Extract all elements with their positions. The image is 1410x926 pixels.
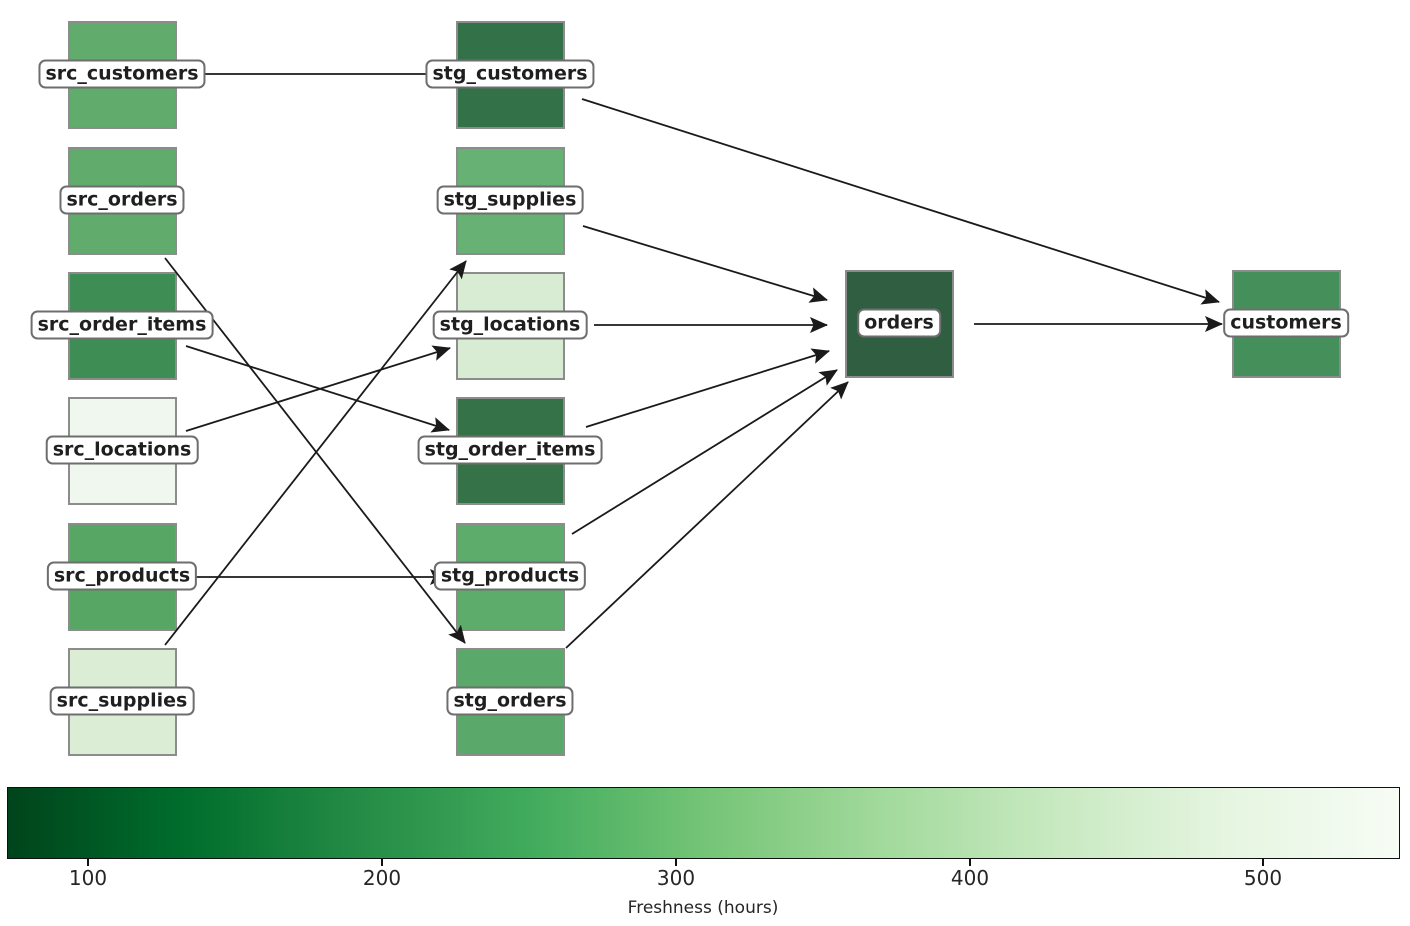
edge-src_supplies-to-stg_supplies xyxy=(164,260,467,646)
node-label-stg_supplies: stg_supplies xyxy=(436,185,584,215)
node-label-src_order_items: src_order_items xyxy=(30,310,214,340)
colorbar-tick xyxy=(675,859,677,866)
colorbar-tick xyxy=(969,859,971,866)
colorbar-tick-label: 300 xyxy=(656,866,696,890)
node-label-orders: orders xyxy=(857,308,941,338)
node-label-stg_locations: stg_locations xyxy=(432,310,588,340)
colorbar-gradient xyxy=(7,787,1400,859)
node-label-stg_order_items: stg_order_items xyxy=(417,435,603,465)
edge-stg_products-to-orders xyxy=(571,369,838,535)
colorbar-tick xyxy=(381,859,383,866)
edge-stg_customers-to-customers xyxy=(581,98,1220,305)
node-label-stg_orders: stg_orders xyxy=(446,686,574,716)
node-label-stg_products: stg_products xyxy=(433,561,587,591)
edge-stg_orders-to-orders xyxy=(565,381,849,649)
edge-src_orders-to-stg_orders xyxy=(164,257,466,644)
node-label-src_products: src_products xyxy=(46,561,198,591)
colorbar-axis-label: Freshness (hours) xyxy=(627,898,779,918)
edge-stg_order_items-to-orders xyxy=(585,348,830,428)
edge-src_order_items-to-stg_order_items xyxy=(185,345,450,433)
node-label-src_customers: src_customers xyxy=(38,59,206,89)
colorbar-tick xyxy=(87,859,89,866)
node-label-src_locations: src_locations xyxy=(45,435,199,465)
node-label-src_supplies: src_supplies xyxy=(49,686,195,716)
edge-stg_supplies-to-orders xyxy=(582,225,828,303)
node-label-customers: customers xyxy=(1223,308,1349,338)
colorbar-tick-label: 100 xyxy=(68,866,108,890)
colorbar-tick xyxy=(1262,859,1264,866)
edge-src_locations-to-stg_locations xyxy=(185,345,451,432)
node-label-src_orders: src_orders xyxy=(59,185,185,215)
colorbar-tick-label: 500 xyxy=(1243,866,1283,890)
node-label-stg_customers: stg_customers xyxy=(425,59,595,89)
colorbar-tick-label: 200 xyxy=(362,866,402,890)
colorbar-tick-label: 400 xyxy=(950,866,990,890)
